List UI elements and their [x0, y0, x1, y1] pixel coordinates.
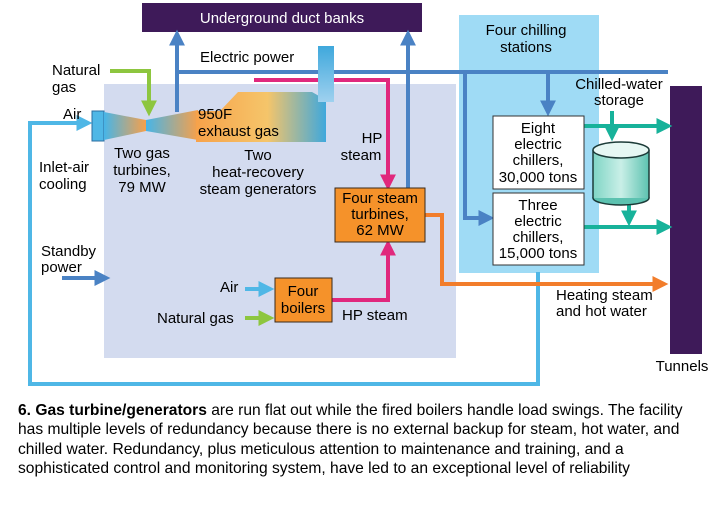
electric-to-three-chillers-line	[463, 72, 495, 226]
eight-chillers-label-4: 30,000 tons	[499, 169, 577, 186]
duct-banks-label: Underground duct banks	[200, 10, 364, 27]
hrsg-label-2: heat-recovery	[212, 164, 304, 181]
eight-chillers-label-1: Eight	[521, 120, 556, 137]
natural-gas-top-label-1: Natural	[52, 62, 100, 79]
chilled-storage-label-2: storage	[594, 92, 644, 109]
natural-gas-boilers-label: Natural gas	[157, 310, 234, 327]
caption-lead: 6. Gas turbine/generators	[18, 402, 207, 419]
heating-steam-line	[425, 213, 669, 292]
air-top-label: Air	[63, 106, 81, 123]
eight-chillers-label-2: electric	[514, 136, 562, 153]
standby-label-2: power	[41, 259, 82, 276]
gas-turbines-label-2: turbines,	[113, 162, 171, 179]
caption-body: are run flat out while the fired boilers…	[18, 402, 683, 478]
steam-turbines-box	[334, 187, 426, 243]
figure-caption: 6. Gas turbine/generators are run flat o…	[18, 401, 698, 479]
hp-steam-label-2: steam	[341, 147, 382, 164]
inlet-filter	[91, 110, 105, 142]
gas-turbines-label-1: Two gas	[114, 145, 170, 162]
boilers-label-1: Four	[288, 283, 319, 300]
steam-turbines-label-3: 62 MW	[356, 222, 404, 239]
hp-steam-label-1: HP	[362, 130, 383, 147]
inlet-air-label-1: Inlet-air	[39, 159, 89, 176]
boiler-hp-steam-line	[332, 239, 396, 302]
steam-turbines-label-2: turbines,	[351, 206, 409, 223]
heating-label-1: Heating steam	[556, 287, 653, 304]
chilling-label-2: stations	[500, 39, 552, 56]
exhaust-label-1: 950F	[198, 106, 232, 123]
steam-turbines-label-1: Four steam	[342, 190, 418, 207]
chilling-label-1: Four chilling	[486, 22, 567, 39]
hp-steam-boilers-label: HP steam	[342, 307, 408, 324]
hrsg-hp-steam-line	[254, 78, 396, 191]
boilers-box	[274, 277, 333, 323]
exhaust-label-2: exhaust gas	[198, 123, 279, 140]
air-boilers-label: Air	[220, 279, 238, 296]
gas-turbine-shape	[104, 112, 146, 140]
eight-chillers-label-3: chillers,	[513, 152, 564, 169]
three-chillers-label-2: electric	[514, 213, 562, 230]
tunnels-label: Tunnels	[656, 358, 708, 375]
eight-chillers-box	[492, 115, 585, 190]
boilers-label-2: boilers	[281, 300, 325, 317]
heating-label-2: and hot water	[556, 303, 647, 320]
hrsg-shape	[196, 92, 326, 142]
chilled-storage-label-1: Chilled-water	[575, 76, 663, 93]
three-chillers-label-4: 15,000 tons	[499, 245, 577, 262]
natural-gas-top-label-2: gas	[52, 79, 76, 96]
hrsg-label-3: steam generators	[200, 181, 317, 198]
plant-diagram: Underground duct banks	[28, 3, 708, 386]
inlet-air-loop-line	[28, 115, 540, 386]
three-chillers-label-3: chillers,	[513, 229, 564, 246]
standby-label-1: Standby	[41, 243, 97, 260]
natural-gas-turbine-line	[110, 69, 157, 117]
turbine-expander-shape	[146, 110, 198, 140]
duct-banks-box	[142, 3, 422, 32]
chilled-water-tank	[592, 141, 650, 206]
hrsg-label-1: Two	[244, 147, 272, 164]
tunnels-bar	[670, 86, 702, 354]
three-chillers-box	[492, 192, 585, 266]
three-chillers-label-1: Three	[518, 197, 557, 214]
gas-turbines-label-3: 79 MW	[118, 179, 166, 196]
inlet-air-label-2: cooling	[39, 176, 87, 193]
electric-power-label: Electric power	[200, 49, 294, 66]
hrsg-stack	[318, 46, 334, 102]
